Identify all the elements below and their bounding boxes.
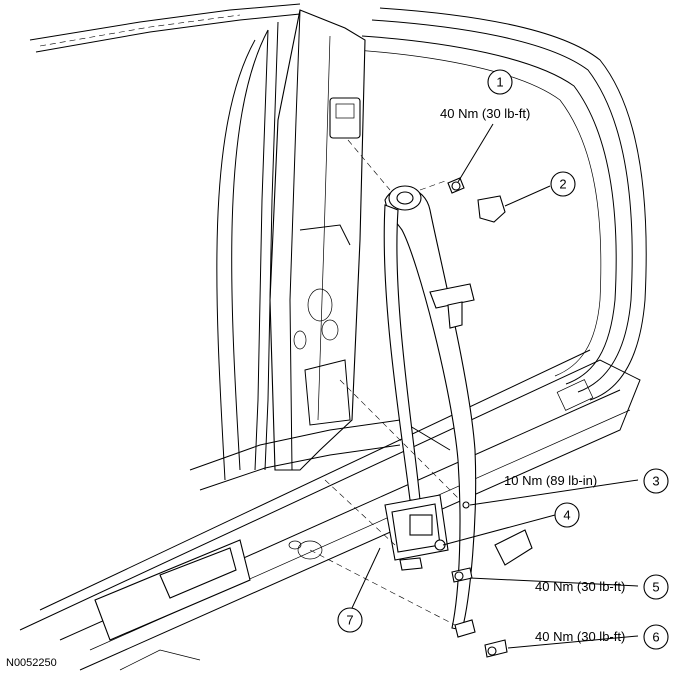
callout-4: 4 <box>554 502 580 528</box>
leader-lines <box>351 123 639 649</box>
door-frame <box>354 7 647 401</box>
retractor <box>384 494 449 571</box>
callout-1: 1 40 Nm (30 lb-ft) <box>440 69 530 121</box>
callout-5-circle <box>643 574 669 600</box>
callout-2-number: 2 <box>559 177 566 192</box>
callout-1-torque: 40 Nm (30 lb-ft) <box>440 106 530 121</box>
callout-5-number: 5 <box>652 580 659 595</box>
callout-6-torque: 40 Nm (30 lb-ft) <box>535 629 625 644</box>
callout-5-torque: 40 Nm (30 lb-ft) <box>535 579 625 594</box>
callout-3-number: 3 <box>652 474 659 489</box>
callout-7: 7 <box>337 607 363 633</box>
callout-2-circle <box>550 171 576 197</box>
callout-1-number: 1 <box>496 75 503 90</box>
callout-6-number: 6 <box>652 630 659 645</box>
callout-2: 2 <box>550 171 576 197</box>
callout-7-circle <box>337 607 363 633</box>
roof-rail <box>29 3 301 53</box>
callout-4-circle <box>554 502 580 528</box>
front-door-frame <box>216 29 269 481</box>
b-pillar <box>254 9 366 471</box>
alignment-lines <box>309 139 461 626</box>
figure-id: N0052250 <box>6 657 57 669</box>
callout-3-circle <box>643 468 669 494</box>
callout-3: 10 Nm (89 lb-in) 3 <box>504 468 669 494</box>
callout-6: 40 Nm (30 lb-ft) 6 <box>535 624 669 650</box>
callout-6-circle <box>643 624 669 650</box>
callout-3-torque: 10 Nm (89 lb-in) <box>504 473 597 488</box>
callout-7-number: 7 <box>346 613 353 628</box>
callout-4-number: 4 <box>563 508 570 523</box>
fasteners <box>447 177 508 658</box>
callout-1-circle <box>487 69 513 95</box>
callout-5: 40 Nm (30 lb-ft) 5 <box>535 574 669 600</box>
